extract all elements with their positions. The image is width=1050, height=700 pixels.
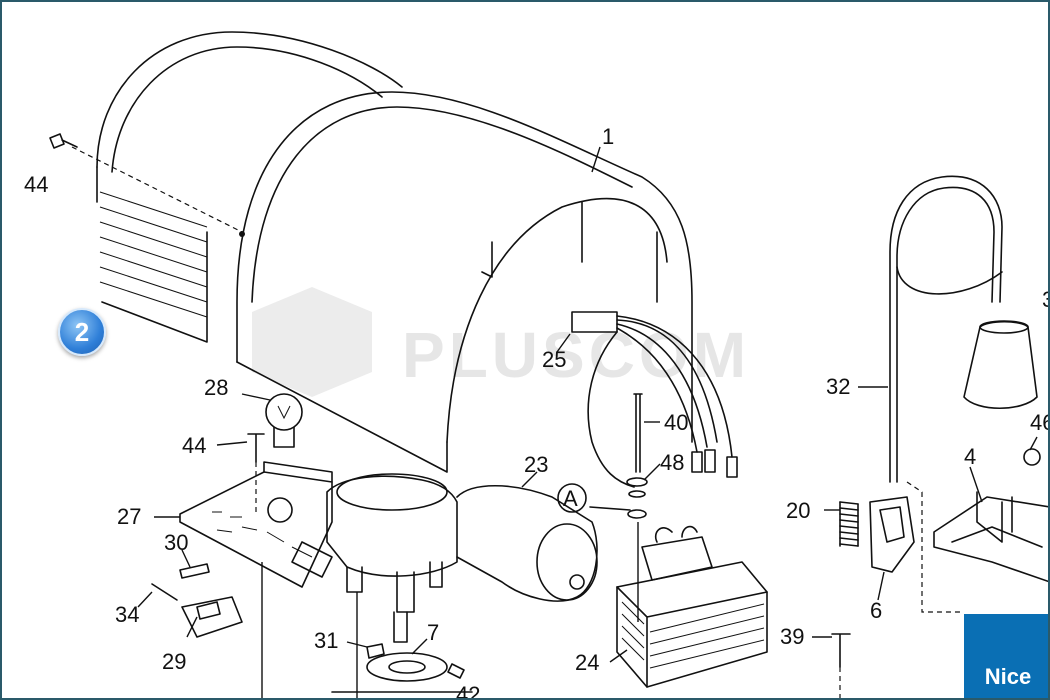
screw-34 [151,583,178,601]
label-40: 40 [664,410,688,435]
label-1: 1 [602,124,614,149]
screw-44-top [49,133,78,149]
part-31 [366,643,385,659]
antenna-wire-32 [889,175,1003,483]
callout-a: A [557,483,587,513]
flange-7 [366,652,448,682]
label-3: 3 [1042,287,1050,312]
label-30: 30 [164,530,188,555]
label-6: 6 [870,598,882,623]
screw-42 [447,663,465,679]
svg-text:A: A [563,486,578,511]
leader-lines [137,146,1038,663]
label-44-top: 44 [24,172,48,197]
holder-6 [869,481,962,613]
screw-39 [831,633,851,698]
label-7: 7 [427,620,439,645]
transformer-24 [616,525,768,688]
connector-29 [181,596,243,638]
label-34: 34 [115,602,139,627]
part-46 [1023,448,1041,466]
label-28: 28 [204,375,228,400]
spring-20 [839,501,859,547]
label-25: 25 [542,347,566,372]
bolt-40-washer-48 [589,393,648,622]
label-44-lower: 44 [182,433,206,458]
label-39: 39 [780,624,804,649]
brand-logo: Nice [964,614,1048,698]
label-20: 20 [786,498,810,523]
label-32: 32 [826,374,850,399]
page-number-badge: 2 [58,308,106,356]
bulb-28 [265,393,303,448]
part-number-labels: 1 44 25 28 40 44 23 48 27 30 34 29 31 7 … [24,124,1050,700]
watermark: PLUSCOM [252,287,746,397]
connector-25 [571,311,738,488]
bracket-4 [933,491,1048,583]
label-23: 23 [524,452,548,477]
label-46: 46 [1030,410,1050,435]
label-48: 48 [660,450,684,475]
label-4: 4 [964,444,976,469]
label-27: 27 [117,504,141,529]
small-parts [151,563,473,693]
gear-motor-23 [261,473,598,698]
label-31: 31 [314,628,338,653]
screw-44-lower [247,433,265,512]
label-42: 42 [456,682,480,700]
lamp-cover-3 [963,320,1038,410]
label-29: 29 [162,649,186,674]
fuse-30 [179,563,210,579]
label-24: 24 [575,650,599,675]
cover-housing [71,31,693,473]
control-board-27 [179,461,333,588]
